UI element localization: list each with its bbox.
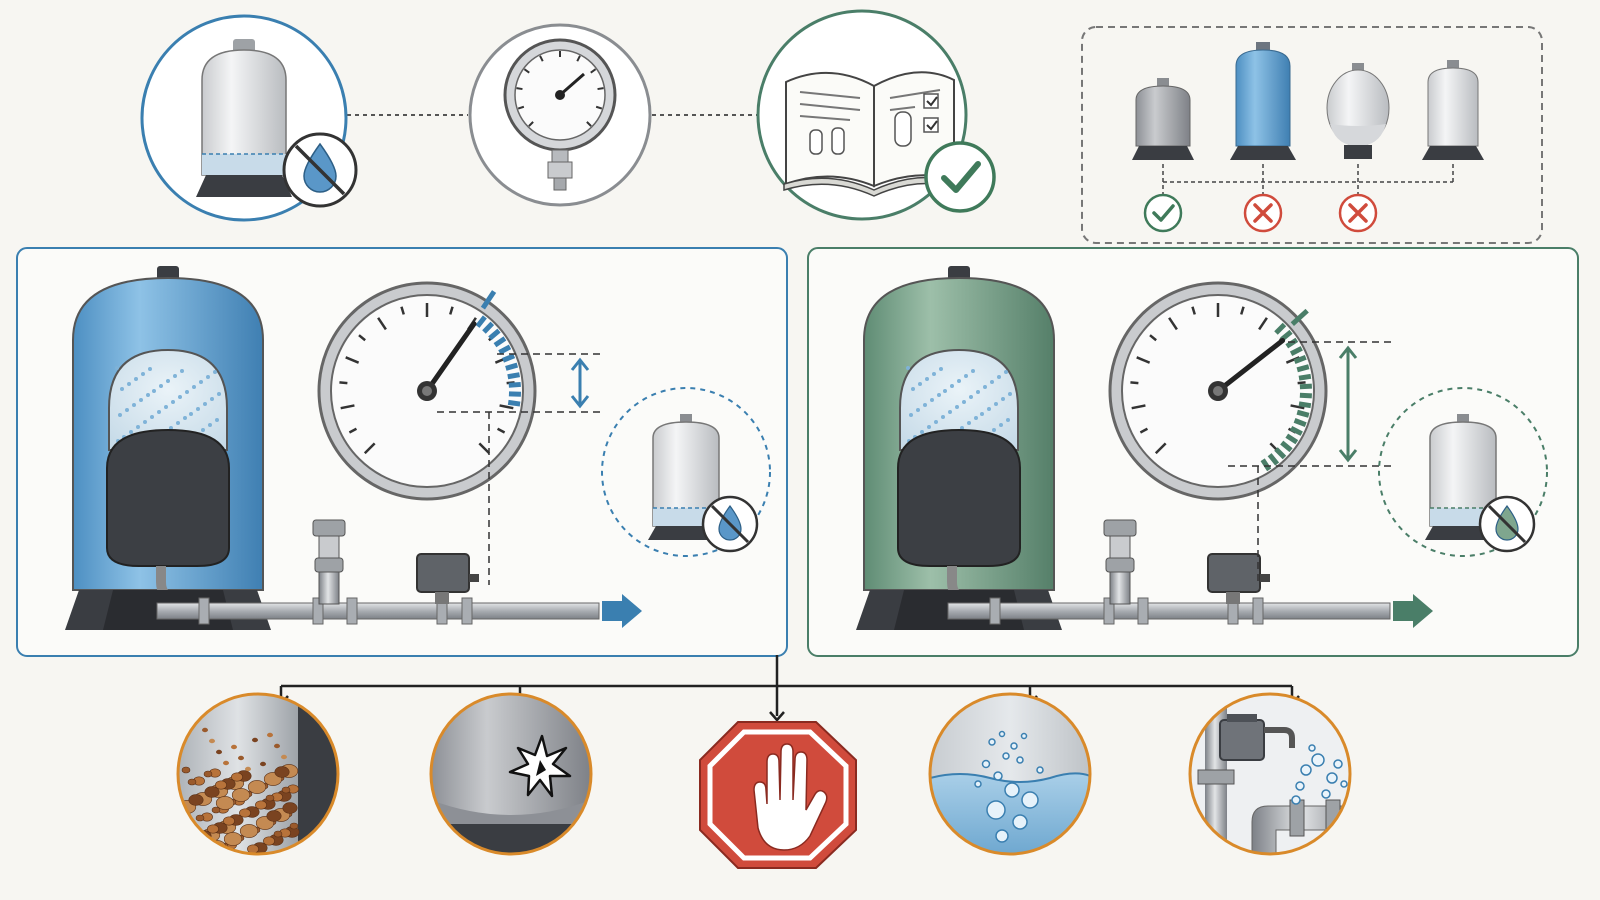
tank-no-water [1378, 387, 1548, 557]
range-mark [1293, 354, 1307, 364]
pipe-fitting [1252, 597, 1264, 625]
pipe-fitting [346, 597, 358, 625]
leak-icon [1197, 694, 1350, 854]
air-chamber [108, 348, 228, 451]
pipe-fitting [1137, 597, 1149, 625]
cross-icon [1243, 193, 1283, 233]
supply-pipe [156, 602, 600, 620]
range-mark [507, 399, 521, 407]
water-bladder [897, 428, 1021, 567]
range-mark [1289, 425, 1303, 436]
range-mark [475, 315, 487, 328]
range-mark [1274, 447, 1287, 460]
tank-no-water [140, 14, 358, 222]
supply-pipe [947, 602, 1391, 620]
green-system-panel [807, 247, 1579, 657]
cross-icon [1338, 193, 1378, 233]
flow-arrow [602, 594, 642, 628]
stop-hand-icon [699, 721, 857, 869]
manual-check [756, 9, 996, 221]
pressure-gauge-icon [503, 38, 617, 191]
gauge-needle [424, 321, 477, 394]
range-mark [505, 362, 519, 371]
range-mark [1280, 440, 1293, 453]
pressure-tank [856, 266, 1062, 630]
pipe-fitting [1103, 597, 1115, 625]
pressure-range-arrow [1338, 345, 1358, 463]
setpoint-mark [480, 290, 497, 310]
pressure-gauge [1108, 281, 1328, 501]
pressure-range-lines [437, 353, 602, 585]
range-mark [1289, 346, 1303, 357]
range-mark [482, 321, 495, 334]
pipe-fitting [312, 597, 324, 625]
air-chamber [899, 348, 1019, 451]
pressure-range-lines [1228, 341, 1393, 585]
tank-no-water [601, 387, 771, 557]
outcome-connectors [273, 655, 1300, 722]
blue-system-panel [16, 247, 788, 657]
range-mark [1260, 458, 1272, 472]
no-water-icon [1478, 495, 1536, 553]
tank-option-3 [1326, 63, 1390, 159]
pipe-fitting [989, 597, 1001, 625]
pipe-fitting [461, 597, 473, 625]
tank-option-1 [1132, 78, 1194, 160]
check-icon [1143, 193, 1183, 233]
range-mark [488, 328, 501, 341]
range-mark [1274, 322, 1287, 335]
pressure-tank [65, 266, 271, 630]
range-mark [1285, 337, 1299, 349]
check-icon [924, 141, 996, 213]
flow-arrow [1393, 594, 1433, 628]
pipe-fitting [198, 597, 210, 625]
range-mark [1298, 373, 1312, 381]
valve [1103, 519, 1137, 605]
range-mark [508, 381, 521, 388]
air-in-water [928, 692, 1092, 856]
range-mark [502, 353, 516, 363]
range-mark [1293, 418, 1307, 428]
pressure-tank-icon [196, 39, 292, 197]
tank-option-2 [1230, 42, 1296, 160]
tank-option-4 [1422, 60, 1484, 160]
range-mark [1299, 383, 1313, 390]
pressure-range-arrow [570, 357, 590, 409]
stop [699, 721, 857, 869]
tank-rupture [429, 692, 593, 856]
no-water-icon [282, 132, 358, 208]
leaking-fitting [1188, 692, 1352, 856]
range-mark [498, 344, 512, 355]
range-mark [493, 336, 507, 348]
pressure-gauge [468, 23, 652, 207]
water-bladder [106, 428, 230, 567]
burst-icon [431, 694, 591, 854]
range-mark [1285, 433, 1299, 445]
range-mark [1296, 364, 1310, 373]
pressure-tank-icon [652, 421, 720, 527]
no-water-icon [701, 495, 759, 553]
pressure-switch [416, 553, 479, 604]
rust-sediment [176, 692, 340, 856]
tank-selection-box [1081, 26, 1543, 244]
bubbles-icon [930, 694, 1090, 854]
range-mark [1267, 453, 1280, 466]
range-mark [1299, 392, 1313, 399]
pressure-switch [1207, 553, 1270, 604]
range-mark [1296, 409, 1310, 418]
pressure-gauge [317, 281, 537, 501]
range-mark [1298, 401, 1312, 409]
valve [312, 519, 346, 605]
range-mark [507, 372, 521, 380]
pressure-tank-icon [1429, 421, 1497, 527]
setpoint-mark [1290, 308, 1309, 326]
gauge-needle [1215, 338, 1286, 394]
